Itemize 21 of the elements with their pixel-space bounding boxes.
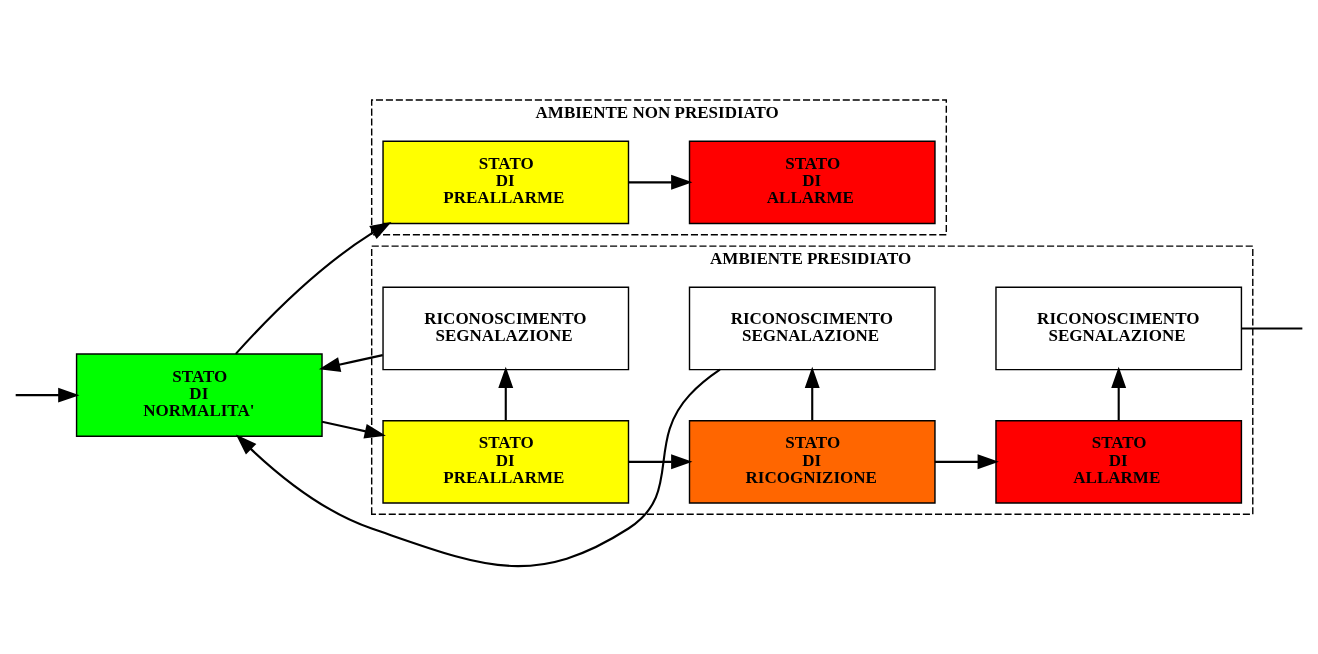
arrow bbox=[15, 387, 80, 403]
connector bbox=[1241, 326, 1303, 330]
node-box: STATO DI NORMALITA' bbox=[75, 352, 323, 437]
arrow bbox=[235, 221, 392, 355]
arrow bbox=[235, 368, 721, 567]
node-box: RICONOSCIMENTO SEGNALAZIONE bbox=[995, 286, 1243, 370]
arrow bbox=[321, 420, 386, 438]
arrow bbox=[628, 453, 693, 469]
node-box: RICONOSCIMENTO SEGNALAZIONE bbox=[382, 286, 630, 370]
node-box: STATO DI RICOGNIZIONE bbox=[688, 419, 936, 504]
node-box: STATO DI ALLARME bbox=[995, 419, 1243, 504]
node-box: STATO DI PREALLARME bbox=[382, 419, 630, 504]
node-box: STATO DI ALLARME bbox=[688, 139, 936, 224]
arrow bbox=[318, 353, 383, 372]
node-box: RICONOSCIMENTO SEGNALAZIONE bbox=[688, 286, 936, 370]
arrow bbox=[628, 174, 693, 190]
arrow bbox=[498, 366, 514, 421]
arrow bbox=[1111, 366, 1127, 421]
node-box: STATO DI PREALLARME bbox=[382, 139, 630, 224]
arrow bbox=[934, 453, 999, 469]
arrow bbox=[804, 366, 820, 421]
